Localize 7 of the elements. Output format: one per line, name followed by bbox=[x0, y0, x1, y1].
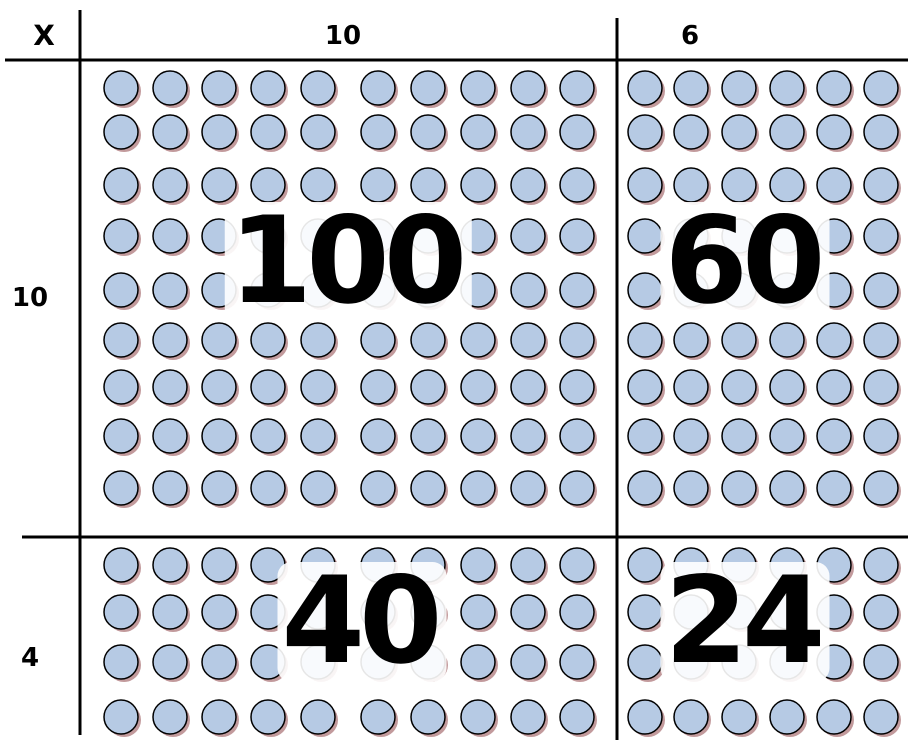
row-header: 10 bbox=[12, 285, 48, 311]
column-header: 10 bbox=[324, 23, 362, 49]
partial-product: 40 bbox=[278, 562, 446, 682]
row-header: 4 bbox=[20, 645, 40, 671]
column-header: 6 bbox=[680, 23, 700, 49]
partial-product: 24 bbox=[660, 562, 830, 682]
multiply-sign: X bbox=[33, 22, 55, 50]
